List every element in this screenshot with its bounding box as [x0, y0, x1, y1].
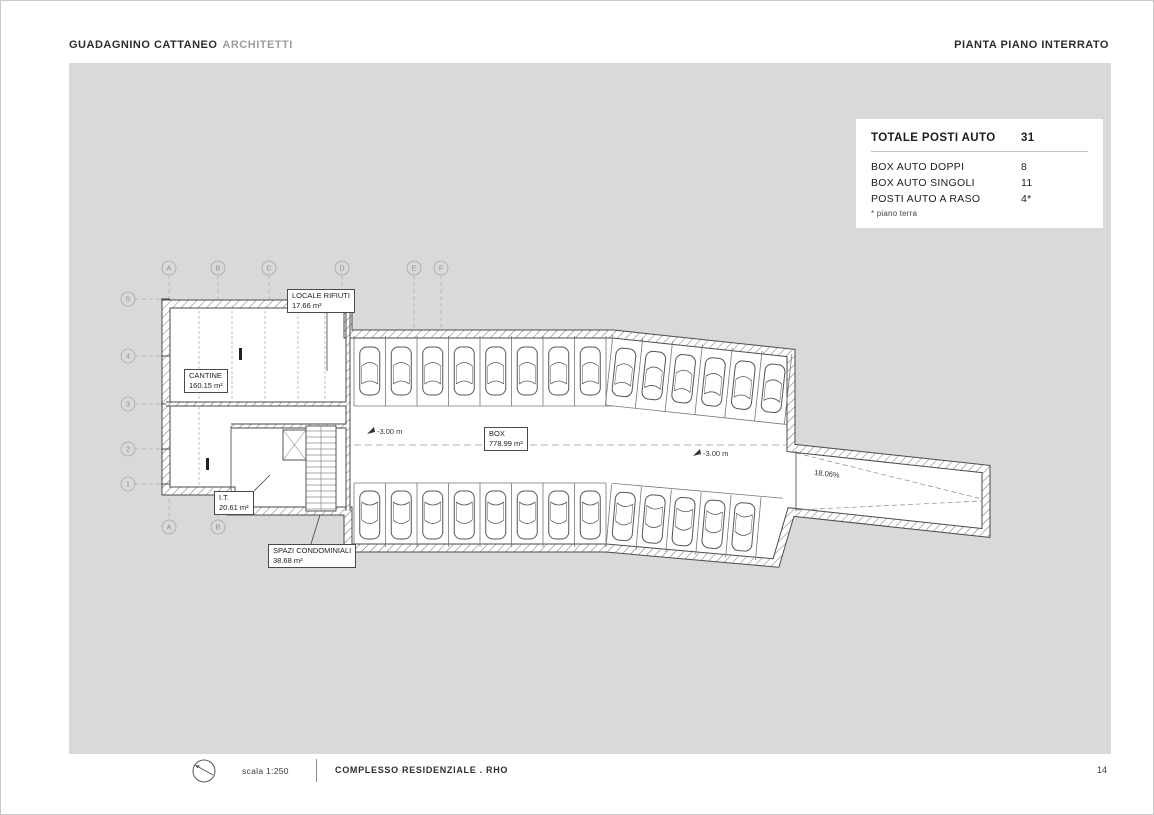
- grid-bubbles: A B C D E F A B 5 4 3 2 1: [120, 260, 449, 535]
- grid-column-label: A: [167, 266, 172, 273]
- car-icon: [671, 496, 697, 547]
- car-icon: [485, 346, 507, 396]
- plan-canvas: A B C D E F A B 5 4 3 2 1: [69, 63, 1111, 754]
- grid-row-label: 4: [126, 354, 130, 361]
- car-icon: [390, 490, 412, 540]
- legend-title-row: TOTALE POSTI AUTO 31: [871, 132, 1088, 152]
- ramp: 18.06%: [795, 451, 983, 511]
- spot-elevation-icon: [367, 427, 375, 434]
- car-icon: [641, 493, 667, 545]
- grid-column-label: C: [266, 266, 271, 273]
- car-icon: [422, 490, 444, 540]
- car-icon: [453, 346, 475, 396]
- interior-partitions: [166, 304, 351, 511]
- grid-column-label: B: [216, 266, 221, 273]
- spot-elevation-icon: [693, 449, 701, 456]
- car-icon: [422, 346, 444, 396]
- grid-row-label: 1: [126, 482, 130, 489]
- room-name: CANTINE: [189, 371, 222, 380]
- parking-row-upper-straight: [353, 336, 613, 407]
- legend-row: BOX AUTO SINGOLI 11: [871, 177, 1088, 189]
- level-annotation: -3.00 m: [377, 427, 402, 436]
- parking-row-lower-angled: [605, 482, 784, 561]
- level-annotation: -3.00 m: [703, 449, 728, 458]
- legend-row-value: 4*: [1021, 193, 1032, 205]
- room-area: 17.66 m²: [292, 301, 322, 311]
- legend-row-value: 8: [1021, 161, 1028, 173]
- firm-title: GUADAGNINO CATTANEO ARCHITETTI: [69, 39, 293, 51]
- parking-row-upper-angled: [605, 334, 793, 425]
- car-icon: [390, 346, 412, 396]
- legend-footnote: * piano terra: [871, 209, 918, 218]
- footer-divider: [316, 759, 317, 782]
- car-icon: [700, 498, 727, 550]
- car-icon: [548, 490, 570, 540]
- legend-total-label: TOTALE POSTI AUTO: [871, 132, 996, 144]
- parking-legend: TOTALE POSTI AUTO 31 BOX AUTO DOPPI 8 BO…: [856, 119, 1103, 228]
- car-icon: [485, 490, 507, 540]
- car-icon: [548, 346, 570, 396]
- room-area: 20.61 m²: [219, 503, 249, 513]
- scale-label: scala 1:250: [242, 766, 289, 776]
- car-icon: [611, 491, 637, 542]
- legend-total-value: 31: [1021, 132, 1035, 144]
- grid-row-label: 3: [126, 402, 130, 409]
- grid-column-label: E: [412, 266, 417, 273]
- grid-column-label: B: [216, 525, 221, 532]
- stair-core: [305, 425, 337, 512]
- room-area: 778.99 m²: [489, 439, 523, 449]
- room-name: SPAZI CONDOMINIALI: [273, 546, 352, 555]
- car-icon: [730, 501, 756, 553]
- car-icon: [359, 346, 381, 396]
- car-icon: [516, 490, 538, 540]
- firm-suffix: ARCHITETTI: [222, 39, 293, 51]
- legend-row: BOX AUTO DOPPI 8: [871, 161, 1088, 173]
- elevator: [282, 429, 307, 461]
- room-label-box: BOX 778.99 m²: [484, 427, 528, 452]
- page-number: 14: [1096, 765, 1107, 775]
- room-label-it: I.T. 20.61 m²: [214, 491, 254, 516]
- room-area: 38.68 m²: [273, 556, 303, 566]
- project-name: COMPLESSO RESIDENZIALE . RHO: [335, 765, 509, 775]
- room-label-spazi-condominiali: SPAZI CONDOMINIALI 38.68 m²: [268, 544, 357, 569]
- level-annotations: -3.00 m -3.00 m: [367, 427, 728, 458]
- room-name: LOCALE RIFIUTI: [292, 291, 350, 300]
- room-name: I.T.: [219, 493, 230, 502]
- grid-column-label: A: [167, 525, 172, 532]
- label-leaders: [253, 307, 328, 545]
- legend-row: POSTI AUTO A RASO 4*: [871, 193, 1088, 205]
- room-area: 160.15 m²: [189, 381, 223, 391]
- car-icon: [453, 490, 475, 540]
- car-icon: [516, 346, 538, 396]
- sheet-title: PIANTA PIANO INTERRATO: [954, 39, 1109, 51]
- legend-row-label: POSTI AUTO A RASO: [871, 193, 981, 205]
- room-name: BOX: [489, 429, 505, 438]
- grid-column-label: F: [439, 266, 443, 273]
- north-arrow-icon: [190, 757, 218, 790]
- legend-row-label: BOX AUTO DOPPI: [871, 161, 965, 173]
- grid-row-label: 2: [126, 447, 130, 454]
- car-icon: [579, 346, 601, 396]
- legend-row-value: 11: [1021, 177, 1033, 189]
- car-icon: [579, 490, 601, 540]
- car-icon: [359, 490, 381, 540]
- legend-row-label: BOX AUTO SINGOLI: [871, 177, 975, 189]
- room-label-cantine: CANTINE 160.15 m²: [184, 369, 228, 394]
- grid-row-label: 5: [126, 297, 130, 304]
- room-label-locale-rifiuti: LOCALE RIFIUTI 17.66 m²: [287, 289, 355, 314]
- parking-row-lower-straight: [353, 482, 607, 547]
- firm-name: GUADAGNINO CATTANEO: [69, 39, 218, 51]
- ramp-slope-label: 18.06%: [814, 468, 841, 480]
- grid-column-label: D: [339, 266, 344, 273]
